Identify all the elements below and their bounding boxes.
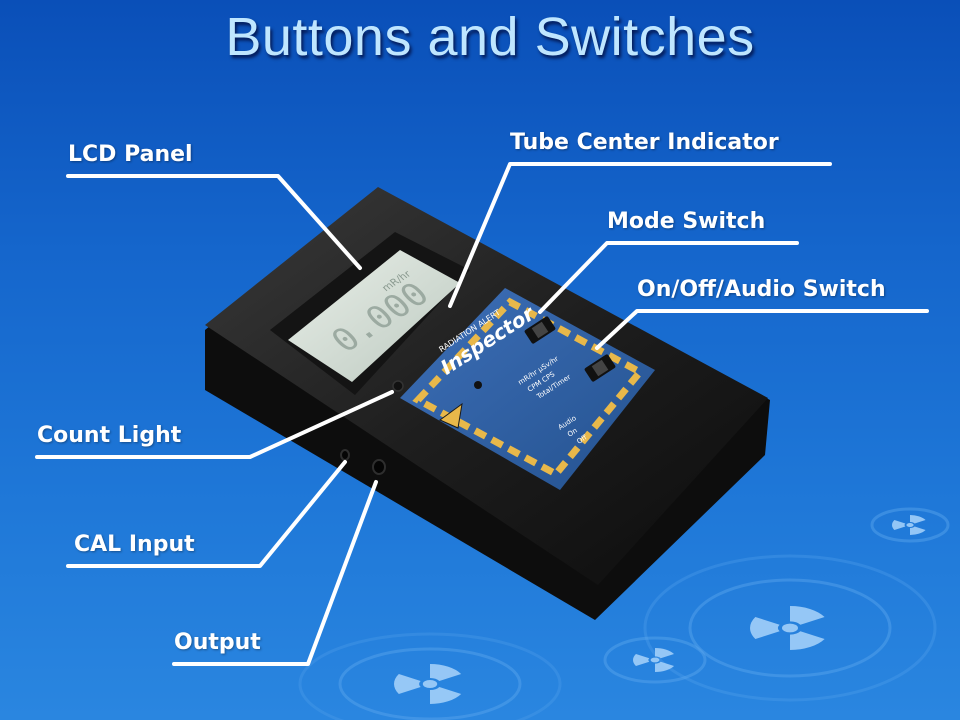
on-off-audio-switch <box>584 354 616 382</box>
control-panel <box>400 288 655 490</box>
label-on-off-audio-switch: On/Off/Audio Switch <box>637 277 886 302</box>
mode-switch <box>524 316 556 344</box>
label-count-light: Count Light <box>37 423 182 448</box>
label-lcd-panel: LCD Panel <box>68 142 193 167</box>
count-light <box>392 380 404 392</box>
label-mode-switch: Mode Switch <box>607 209 766 234</box>
slide-title: Buttons and Switches <box>225 7 755 67</box>
lcd-screen <box>288 250 460 382</box>
label-tube-center-indicator: Tube Center Indicator <box>510 130 779 155</box>
label-cal-input: CAL Input <box>74 532 195 557</box>
output-jack <box>372 459 386 475</box>
radiation-symbol-icon <box>394 515 926 704</box>
label-output: Output <box>174 630 261 655</box>
cal-input-jack <box>340 449 350 461</box>
